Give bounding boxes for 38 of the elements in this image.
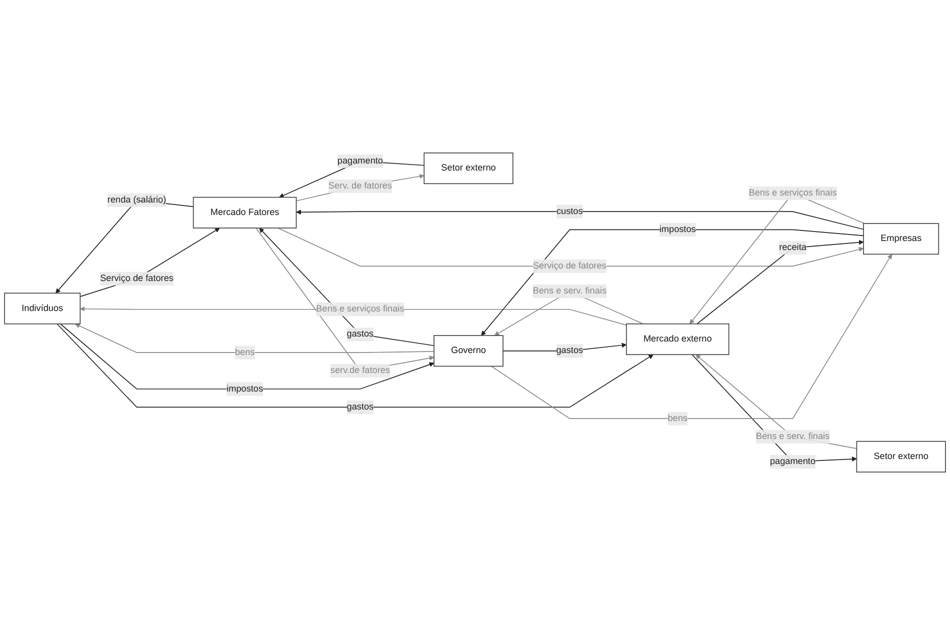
edge-label: gastos [346,329,374,339]
edge-label: bens [234,347,255,358]
edge-label: Bens e serv. finais [532,286,606,296]
arrow [80,228,220,297]
edge-label: gastos [556,346,584,356]
node-box: Indivíduos [4,292,81,324]
edge-label: Bens e serviços finais [316,304,404,314]
node-box: Setor externo [856,440,946,472]
node-box: Governo [434,335,504,367]
node-box: Mercado externo [626,323,730,356]
edge-label: gastos [346,402,374,412]
arrow [259,228,434,346]
edge-label: receita [779,242,806,252]
edge-label: Bens e serviços finais [748,188,837,198]
arrow [75,324,434,354]
edge-label: pagamento [770,456,816,466]
edge-label: Serviço de fatores [100,274,174,284]
edge-label: custos [556,206,583,216]
arrow [296,210,864,230]
node-box: Empresas [863,223,940,255]
edge-label: impostos [226,384,264,394]
edge-label: Serviço de fatores [532,261,606,271]
edge-label: bens [668,413,688,424]
edge-label: Bens e serv. finais [756,432,830,442]
arrow [296,174,424,202]
node-box: Mercado Fatores [192,196,297,228]
arrow [279,160,425,198]
edge-label: pagamento [337,156,383,166]
arrow [278,228,864,267]
node-box: Setor externo [424,152,514,184]
arrow [491,254,892,420]
arrow [56,323,654,408]
arrow [696,240,864,324]
arrow [60,323,434,390]
edge-label: renda (salário) [107,195,166,205]
edge-label: Serv. de fatores [328,181,392,191]
edge-label: impostos [659,224,696,234]
edge-label: serv.de fatores [330,366,390,376]
